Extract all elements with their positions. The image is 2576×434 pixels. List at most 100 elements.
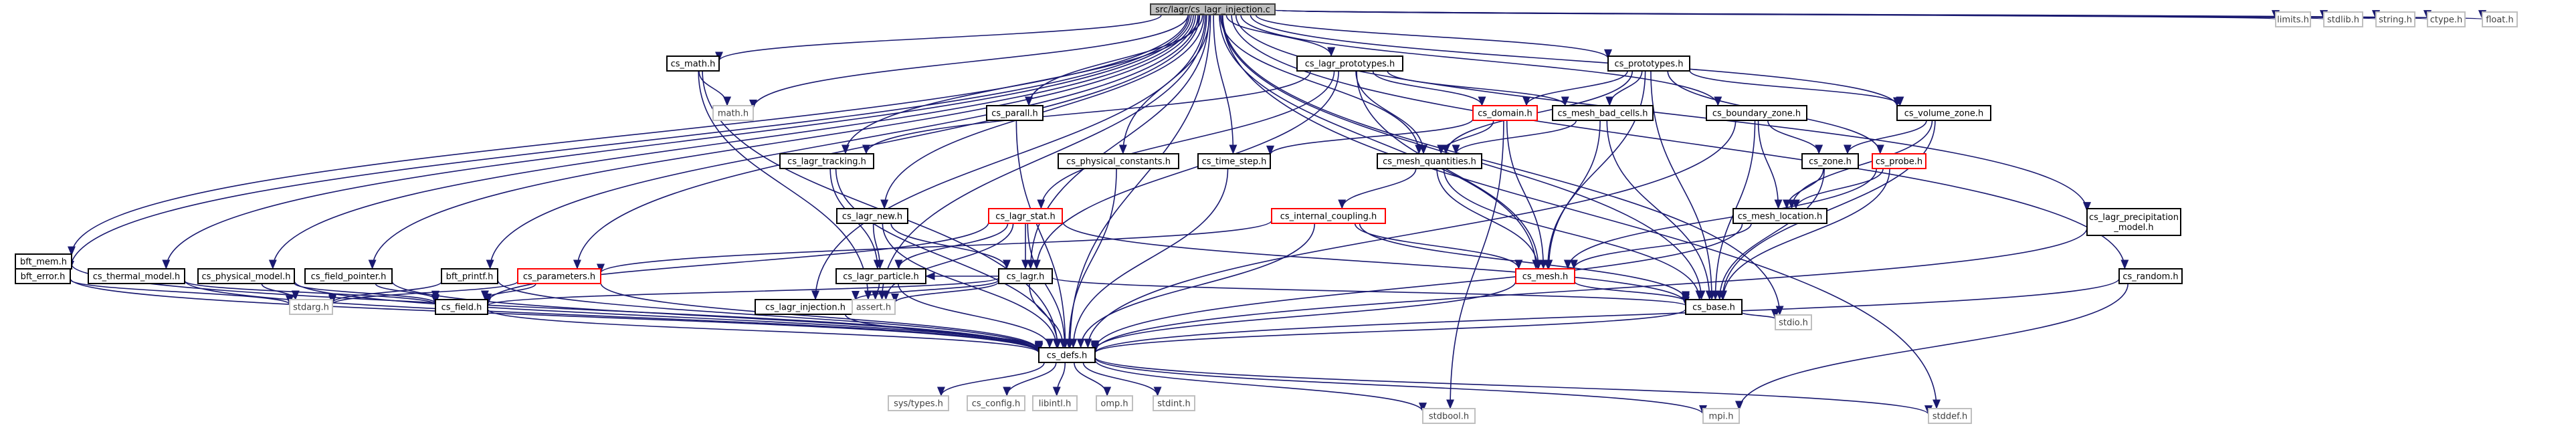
node-label: cs_zone.h bbox=[1809, 157, 1852, 167]
edge-root-to-cs_boundary_zone bbox=[1240, 14, 1722, 106]
edge-root-to-cs_thermal_model bbox=[162, 14, 1192, 269]
edge-cs_defs-to-cs_config bbox=[1003, 362, 1057, 397]
node-cs-lagr[interactable]: cs_lagr.h bbox=[998, 268, 1053, 284]
edge-bft_error-to-cs_defs bbox=[70, 278, 1043, 354]
node-box bbox=[1702, 408, 1740, 424]
node-cs-probe[interactable]: cs_probe.h bbox=[1872, 153, 1926, 169]
edge-cs_probe-to-cs_mesh bbox=[1563, 168, 1877, 269]
node-box bbox=[888, 395, 949, 411]
node-box bbox=[15, 268, 71, 284]
node-bft-error[interactable]: bft_error.h bbox=[15, 268, 71, 284]
node-box bbox=[852, 299, 896, 315]
node-cs-lagr-stat[interactable]: cs_lagr_stat.h bbox=[988, 208, 1063, 224]
node-cs-field-pointer[interactable]: cs_field_pointer.h bbox=[304, 268, 393, 284]
node-cs-physical-constants[interactable]: cs_physical_constants.h bbox=[1058, 153, 1179, 169]
edge-cs_physical_model-to-cs_defs bbox=[294, 280, 1043, 353]
node-libintl: libintl.h bbox=[1032, 395, 1078, 411]
node-label: bft_mem.h bbox=[20, 257, 67, 267]
edge-root-to-cs_parameters bbox=[573, 14, 1201, 269]
edge-cs_internal_coupling-to-cs_base bbox=[1359, 223, 1690, 301]
edge-cs_mesh_quantities-to-cs_mesh bbox=[1436, 168, 1542, 269]
node-cs-domain[interactable]: cs_domain.h bbox=[1472, 105, 1538, 121]
node-cs-random[interactable]: cs_random.h bbox=[2118, 268, 2183, 284]
edge-cs_volume_zone-to-cs_zone bbox=[1843, 120, 1927, 154]
node-assert: assert.h bbox=[852, 299, 896, 315]
node-label: float.h bbox=[2486, 15, 2514, 25]
node-bft-printf[interactable]: bft_printf.h bbox=[441, 268, 498, 284]
edge-cs_base-to-stdio bbox=[1741, 310, 1779, 320]
node-cs-boundary-zone[interactable]: cs_boundary_zone.h bbox=[1706, 105, 1807, 121]
edge-cs_domain-to-cs_time_step bbox=[1266, 118, 1474, 156]
node-box bbox=[988, 208, 1063, 224]
node-label: cs_mesh_bad_cells.h bbox=[1557, 109, 1648, 119]
node-box bbox=[2118, 268, 2183, 284]
edge-cs_parall-to-cs_defs bbox=[1015, 120, 1070, 348]
edge-bft_printf-to-cs_defs bbox=[497, 280, 1043, 352]
node-label: cs_lagr_particle.h bbox=[843, 272, 919, 282]
node-cs-volume-zone[interactable]: cs_volume_zone.h bbox=[1896, 105, 1991, 121]
edge-cs_lagr_precipitation_model-to-cs_defs bbox=[1091, 227, 2088, 352]
edge-cs_boundary_zone-to-cs_mesh_location bbox=[1757, 120, 1783, 209]
edge-cs_lagr-to-cs_defs bbox=[1028, 283, 1068, 348]
edge-cs_thermal_model-to-cs_defs bbox=[184, 280, 1043, 354]
node-cs-lagr-tracking[interactable]: cs_lagr_tracking.h bbox=[779, 153, 874, 169]
node-box bbox=[1607, 56, 1690, 72]
node-cs-lagr-prototypes[interactable]: cs_lagr_prototypes.h bbox=[1296, 56, 1403, 72]
edge-cs_random-to-cs_defs bbox=[1091, 278, 2120, 354]
node-label: cs_field_pointer.h bbox=[311, 272, 387, 282]
node-bft-mem[interactable]: bft_mem.h bbox=[15, 253, 72, 269]
node-cs-lagr-particle[interactable]: cs_lagr_particle.h bbox=[835, 268, 926, 284]
node-box bbox=[2427, 11, 2466, 27]
node-label: cs_random.h bbox=[2122, 272, 2178, 282]
node-root[interactable]: src/lagr/cs_lagr_injection.c bbox=[1150, 3, 1276, 15]
node-cs-zone[interactable]: cs_zone.h bbox=[1801, 153, 1859, 169]
node-label: stdlib.h bbox=[2327, 15, 2359, 25]
node-cs-defs[interactable]: cs_defs.h bbox=[1038, 347, 1096, 363]
node-box bbox=[712, 105, 754, 121]
node-label: cs_lagr_precipitation bbox=[2089, 213, 2179, 223]
node-cs-physical-model[interactable]: cs_physical_model.h bbox=[197, 268, 295, 284]
edge-root-to-cs_random bbox=[1231, 14, 2129, 269]
node-cs-mesh[interactable]: cs_mesh.h bbox=[1515, 268, 1575, 284]
node-label: math.h bbox=[718, 109, 749, 119]
node-cs-time-step[interactable]: cs_time_step.h bbox=[1197, 153, 1271, 169]
node-label: cs_time_step.h bbox=[1202, 157, 1267, 167]
edge-cs_lagr_prototypes-to-cs_lagr_stat bbox=[1037, 70, 1335, 209]
node-cs-lagr-precipitation-model[interactable]: cs_lagr_precipitation_model.h bbox=[2086, 208, 2181, 236]
node-label: cs_defs.h bbox=[1047, 351, 1087, 361]
edge-cs_probe-to-cs_mesh_location bbox=[1791, 168, 1884, 209]
node-box bbox=[835, 268, 926, 284]
node-cs-mesh-bad-cells[interactable]: cs_mesh_bad_cells.h bbox=[1552, 105, 1654, 121]
edge-cs_probe-to-cs_base bbox=[1718, 168, 1890, 300]
node-cs-thermal-model[interactable]: cs_thermal_model.h bbox=[88, 268, 185, 284]
node-cs-parall[interactable]: cs_parall.h bbox=[986, 105, 1044, 121]
node-cs-base[interactable]: cs_base.h bbox=[1685, 299, 1743, 315]
node-box bbox=[1472, 105, 1538, 121]
node-cs-field[interactable]: cs_field.h bbox=[435, 299, 488, 315]
node-box bbox=[2323, 11, 2363, 27]
node-label: stdint.h bbox=[1157, 399, 1190, 409]
edge-cs_defs-to-stdbool bbox=[1094, 359, 1427, 413]
node-cs-parameters[interactable]: cs_parameters.h bbox=[517, 268, 601, 284]
node-label: src/lagr/cs_lagr_injection.c bbox=[1155, 5, 1270, 15]
node-box bbox=[435, 299, 488, 315]
node-cs-lagr-injection[interactable]: cs_lagr_injection.h bbox=[755, 299, 856, 315]
edge-cs_mesh-to-cs_base bbox=[1574, 281, 1690, 303]
edge-root-to-cs_prototypes bbox=[1255, 14, 1612, 60]
edge-cs_parameters-to-cs_field bbox=[480, 283, 536, 300]
node-label: cs_config.h bbox=[972, 399, 1021, 409]
node-stdarg: stdarg.h bbox=[289, 299, 333, 315]
edge-root-to-cs_field_pointer bbox=[368, 14, 1196, 269]
node-cs-lagr-new[interactable]: cs_lagr_new.h bbox=[836, 208, 908, 224]
edge-cs_volume_zone-to-cs_mesh_location bbox=[1787, 120, 1933, 209]
node-cs-math[interactable]: cs_math.h bbox=[666, 56, 720, 72]
edge-cs_defs-to-stddef bbox=[1094, 356, 1933, 415]
node-cs-mesh-quantities[interactable]: cs_mesh_quantities.h bbox=[1377, 153, 1482, 169]
node-cs-internal-coupling[interactable]: cs_internal_coupling.h bbox=[1271, 208, 1386, 224]
edge-cs_mesh_bad_cells-to-cs_mesh_quantities bbox=[1452, 120, 1577, 154]
node-box bbox=[1271, 208, 1386, 224]
edge-cs_mesh_location-to-cs_mesh bbox=[1569, 223, 1752, 269]
node-cs-mesh-location[interactable]: cs_mesh_location.h bbox=[1732, 208, 1827, 224]
node-cs-prototypes[interactable]: cs_prototypes.h bbox=[1607, 56, 1690, 72]
